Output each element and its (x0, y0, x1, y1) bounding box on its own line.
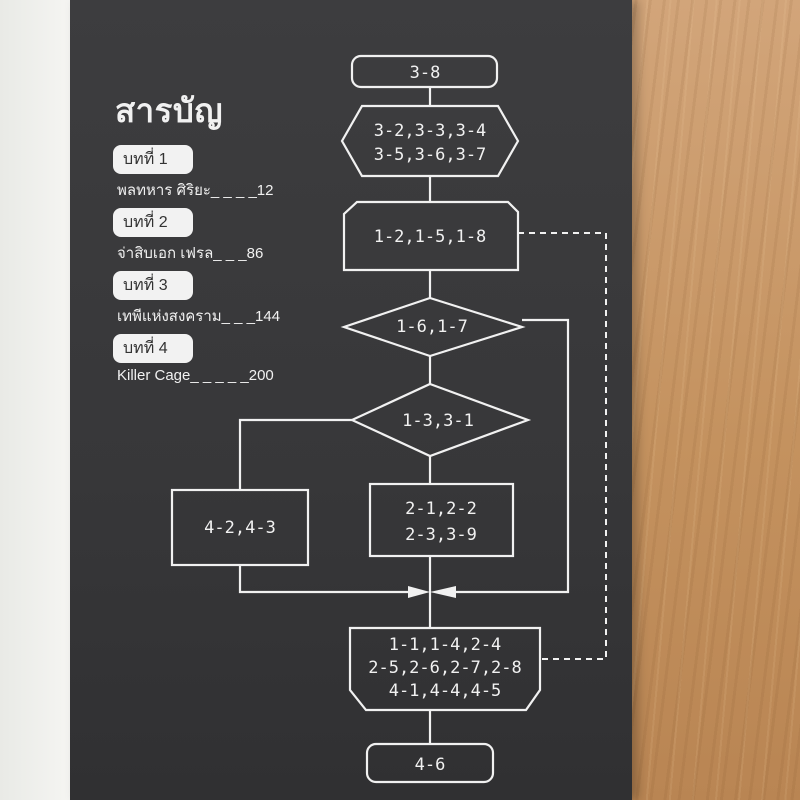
end-label: 4-6 (415, 755, 446, 775)
decision2-diamond (349, 382, 532, 458)
chapter-2-entry: จ่าสิบเอก เฟรล_ _ _86 (117, 245, 264, 262)
dashed-loop-line (518, 232, 607, 660)
arrow-right-icon (408, 586, 430, 598)
chapter-3-entry: เทพีแห่งสงคราม_ _ _144 (117, 308, 281, 325)
box1-cut-corner (342, 200, 520, 272)
decision2-label: 1-3,3-1 (402, 411, 474, 431)
prep-hexagon (340, 104, 520, 178)
mid-box-label-line2: 2-3,3-9 (405, 525, 477, 545)
chapter-1: บทที่ 1 พลทหาร ศิริยะ_ _ _ _12 (113, 145, 280, 202)
chapter-3: บทที่ 3 เทพีแห่งสงคราม_ _ _144 (113, 271, 280, 328)
toc-title: สารบัญ (115, 92, 223, 129)
chapter-3-badge: บทที่ 3 (113, 271, 193, 300)
left-process-box (170, 488, 310, 567)
connector-decision2-left (238, 418, 352, 490)
chapter-2-badge: บทที่ 2 (113, 208, 193, 237)
start-label: 3-8 (410, 63, 441, 83)
prep-label-line2: 3-5,3-6,3-7 (374, 145, 487, 165)
table-of-contents: สารบัญ บทที่ 1 พลทหาร ศิริยะ_ _ _ _12 บท… (113, 84, 280, 390)
chapter-1-badge: บทที่ 1 (113, 145, 193, 174)
decision1-label: 1-6,1-7 (396, 317, 468, 337)
chapter-1-entry: พลทหาร ศิริยะ_ _ _ _12 (117, 182, 274, 199)
chapter-4-entry: Killer Cage_ _ _ _ _200 (117, 367, 274, 384)
prep-label-line1: 3-2,3-3,3-4 (374, 121, 487, 141)
merge-box-line1: 1-1,1-4,2-4 (389, 635, 502, 655)
merge-box-line3: 4-1,4-4,4-5 (389, 681, 502, 701)
mid-process-box (368, 482, 515, 558)
start-terminal (350, 54, 499, 89)
chapter-2: บทที่ 2 จ่าสิบเอก เฟรล_ _ _86 (113, 208, 280, 265)
decision1-diamond (340, 296, 526, 358)
connector-decision1-right (456, 318, 570, 594)
box1-label: 1-2,1-5,1-8 (374, 227, 487, 247)
left-box-label: 4-2,4-3 (204, 518, 276, 538)
mid-box-label-line1: 2-1,2-2 (405, 499, 477, 519)
connector-left-merge (238, 565, 408, 594)
end-terminal (365, 742, 495, 784)
arrow-left-icon (430, 586, 456, 598)
chapter-4: บทที่ 4 Killer Cage_ _ _ _ _200 (113, 334, 280, 384)
chapter-4-badge: บทที่ 4 (113, 334, 193, 363)
merge-box (348, 626, 542, 712)
merge-box-line2: 2-5,2-6,2-7,2-8 (368, 658, 522, 678)
